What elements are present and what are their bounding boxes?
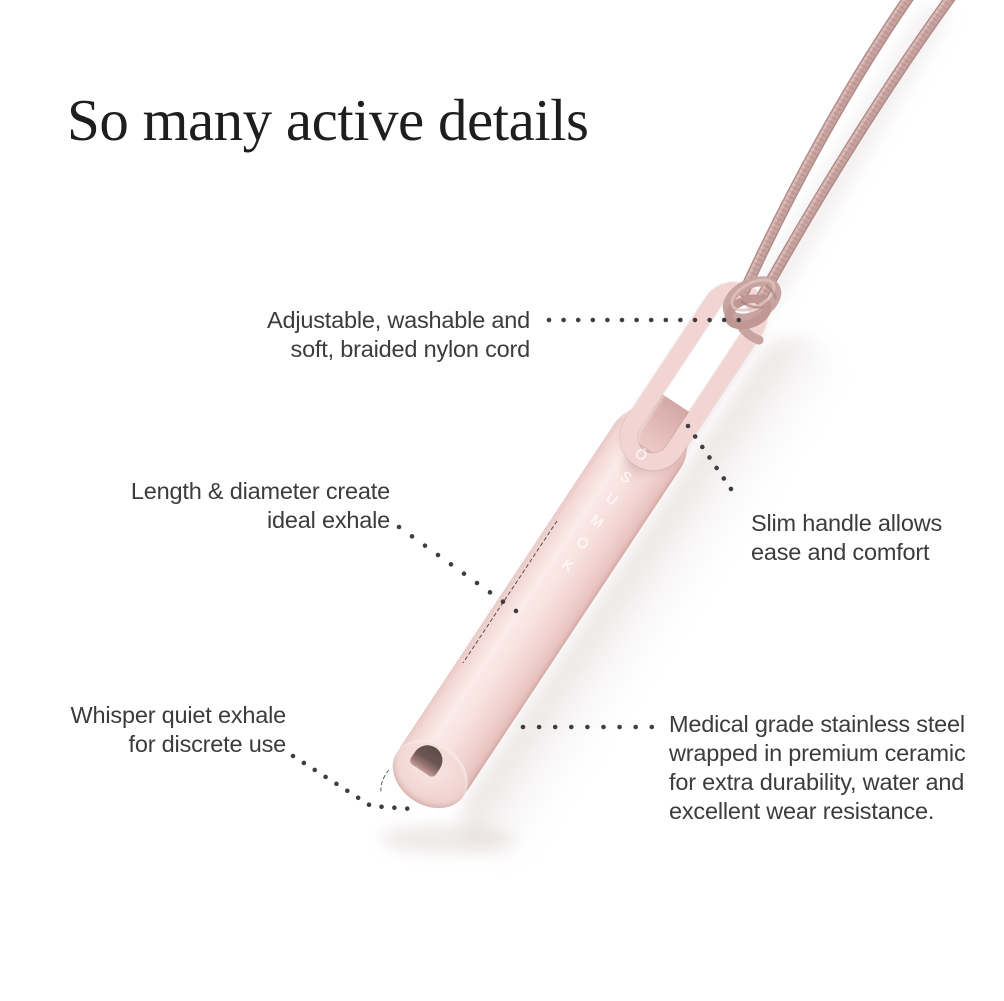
callout-material: Medical grade stainless steel wrapped in… xyxy=(669,710,1004,826)
page-title: So many active details xyxy=(67,87,589,153)
callout-cord: Adjustable, washable and soft, braided n… xyxy=(180,306,530,363)
callout-handle-line2: ease and comfort xyxy=(751,538,930,565)
callout-material-line3: for extra durability, water and xyxy=(669,769,965,795)
callout-quiet-line1: Whisper quiet exhale xyxy=(70,702,287,728)
pendant-tip-shadow xyxy=(380,824,515,854)
callout-material-line1: Medical grade stainless steel xyxy=(669,711,965,737)
cord-soft-shadow xyxy=(746,3,950,317)
callout-material-line2: wrapped in premium ceramic xyxy=(669,740,966,766)
callout-quiet: Whisper quiet exhale for discrete use xyxy=(46,701,287,758)
callout-material-line4: excellent wear resistance. xyxy=(669,798,935,824)
callout-handle-line1: Slim handle allows xyxy=(751,510,943,536)
callout-quiet-line2: for discrete use xyxy=(128,730,287,757)
callout-cord-line2: soft, braided nylon cord xyxy=(290,335,531,362)
callout-cord-line1: Adjustable, washable and xyxy=(266,307,530,333)
callout-exhale-line2: ideal exhale xyxy=(266,506,390,533)
callout-exhale: Length & diameter create ideal exhale xyxy=(90,477,390,534)
callout-exhale-line1: Length & diameter create xyxy=(130,478,390,504)
callout-handle: Slim handle allows ease and comfort xyxy=(751,509,996,566)
